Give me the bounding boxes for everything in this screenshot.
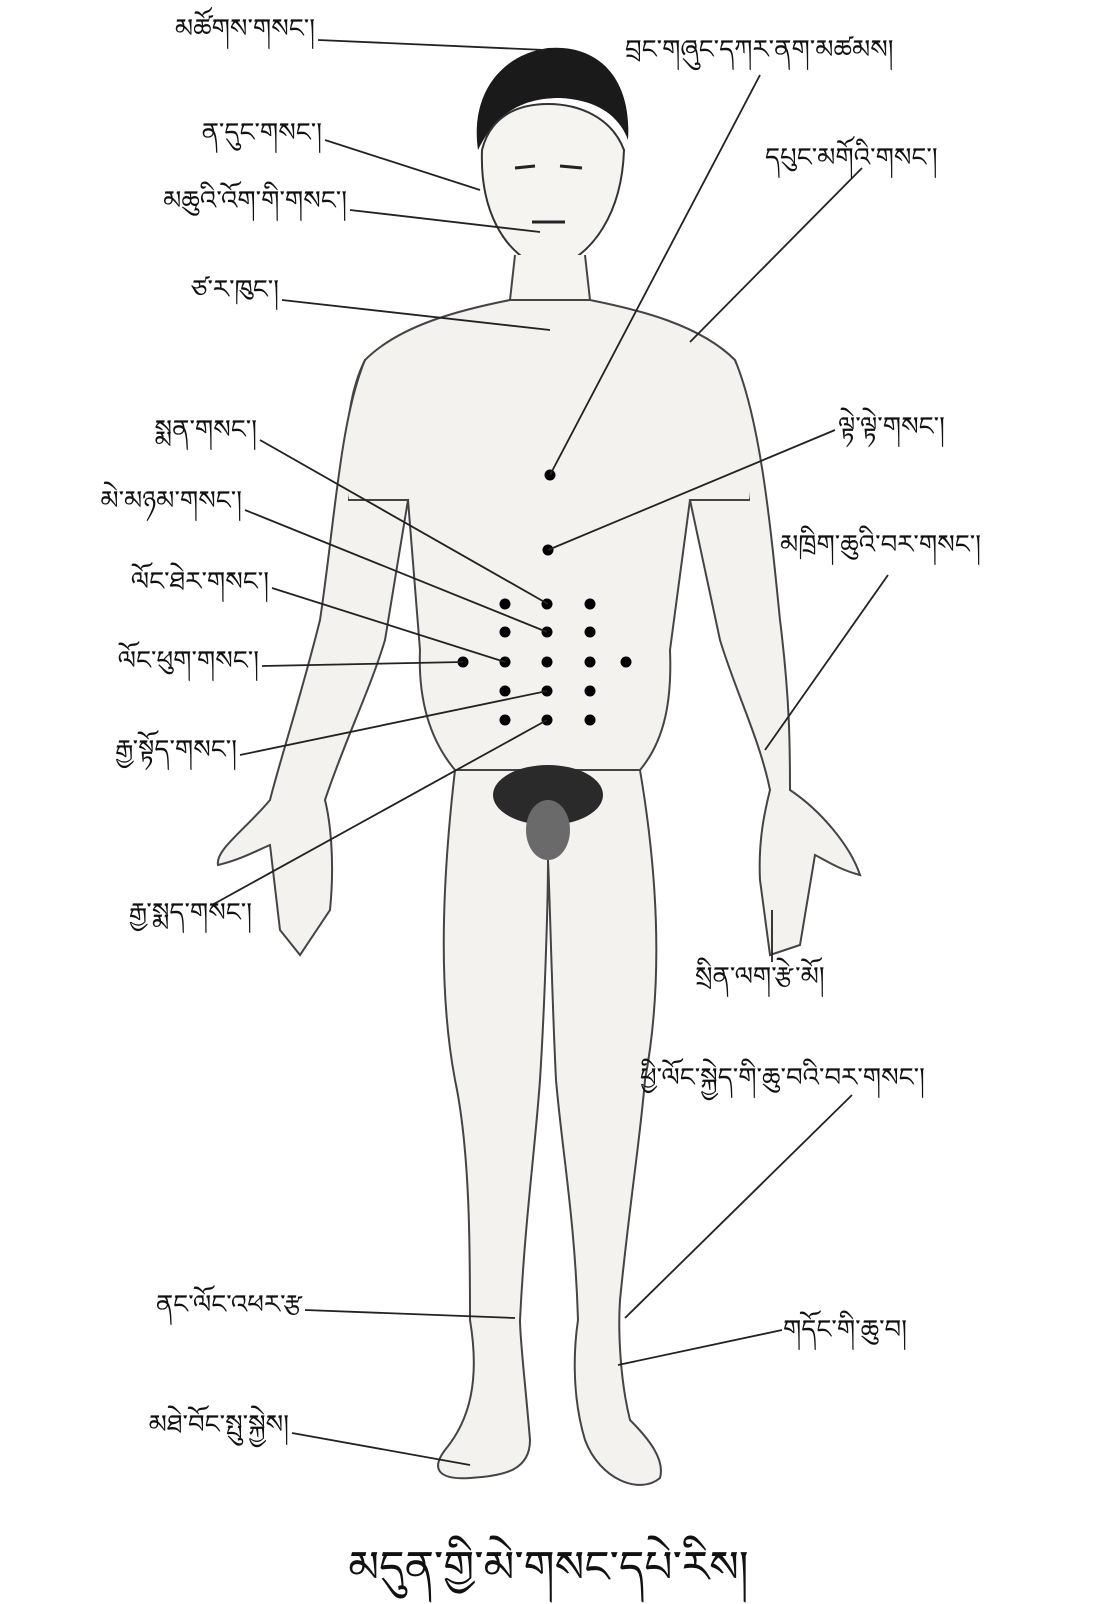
label-l4: ཙ་ར་ཁུང་། [191,275,279,305]
label-l5: སྨན་གསང་། [155,415,257,445]
leader-line [690,168,862,342]
label-l10: རྒྱ་སྨད་གསང་། [129,898,252,928]
label-r3: ལྟེ་ལྟེ་གསང་། [838,412,945,442]
label-r5: སྲིན་ལག་རྩེ་མོ། [695,962,825,992]
label-r4: མཁྲིག་ཆུའི་བར་གསང་། [780,530,981,560]
acupoint-dot [500,599,511,610]
leader-line [292,1433,470,1465]
acupoint-dot [585,599,596,610]
acupoint-dot [585,657,596,668]
acupoint-dot [500,715,511,726]
head [482,104,624,270]
label-l7: ལོང་ཐེར་གསང་། [131,567,269,597]
legs [438,770,661,1485]
acupoint-dot [542,657,553,668]
neck [510,255,590,300]
label-l12: མཐེ་བོང་སྤུ་སྐྱེས། [149,1410,289,1440]
label-r6: ཕྱི་ལོང་སྐྱེད་གི་ཆུ་བའི་བར་གསང་། [640,1063,925,1093]
acupoint-dot [621,657,632,668]
leader-line [325,140,480,190]
leader-line [318,40,545,50]
diagram-title: མདུན་གྱི་མེ་གསང་དཔེ་རིས། [0,1540,1097,1596]
label-l11: ནང་ལོང་འཕར་རྩ [156,1290,302,1320]
acupoint-dot [585,686,596,697]
label-r1: བྲང་གཞུང་དཀར་ནག་མཚམས། [625,35,894,65]
label-l3: མཆུའི་འོག་གི་གསང་། [163,186,347,216]
label-l8: ལོང་ཕུག་གསང་། [118,646,259,676]
label-r2: དཔུང་མགོའི་གསང་། [765,143,938,173]
acupoint-dot [500,686,511,697]
label-l6: མེ་མཉམ་གསང་། [100,486,242,516]
acupoint-dot [500,627,511,638]
leader-line [625,1095,852,1318]
label-l1: མཚོགས་གསང་། [175,14,315,44]
label-l9: རྒྱ་སྟོད་གསང་། [115,735,237,765]
acupoint-dot [585,627,596,638]
label-l2: ན་དུང་གསང་། [202,118,322,148]
label-r7: གདོང་གི་ཆུ་བ། [783,1315,907,1345]
acupoint-dot [585,715,596,726]
leader-line [618,1330,782,1365]
